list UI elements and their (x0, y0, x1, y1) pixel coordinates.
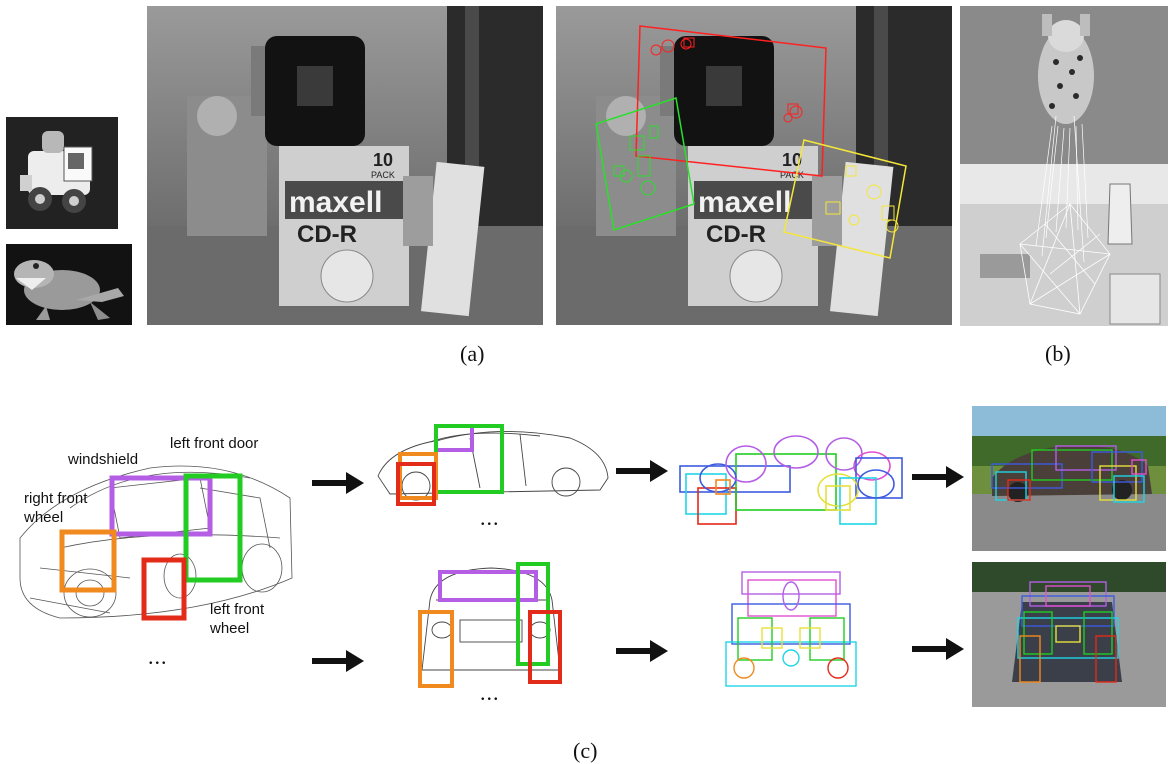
box-pack-word-b: PACK (780, 170, 804, 180)
detection-box-red (635, 25, 827, 177)
arrow-right-5 (616, 640, 668, 662)
ellipsis-models: ... (148, 644, 168, 669)
side-part-windshield (434, 424, 474, 452)
model-image-cheetah-pose (960, 6, 1168, 164)
label-windshield: windshield (68, 451, 139, 468)
model-image-toy-train (6, 117, 118, 229)
part-box-left-front-door (183, 473, 243, 583)
car-sketch-front-view (416, 560, 566, 688)
arrow-right-4 (312, 650, 364, 672)
caption-c: (c) (573, 738, 598, 763)
wireframe-car-3d (0, 428, 300, 628)
correspondence-lines (1035, 115, 1089, 263)
detection-photo-front (972, 562, 1166, 707)
side-part-left-wheel (396, 462, 436, 506)
model-image-frog (6, 244, 132, 325)
detection-photo-side (972, 406, 1166, 551)
side-part-door (434, 424, 504, 494)
detection-box-green (595, 97, 695, 231)
label-right-front-wheel: right front wheel (24, 490, 88, 526)
box-pack-number-a: 10 (373, 150, 393, 170)
arrow-right-2 (616, 460, 668, 482)
ellipsis-view1: ... (480, 505, 500, 530)
arrow-right-3 (912, 466, 964, 488)
box-brand-text-b: maxell (698, 186, 791, 219)
car-sketch-side-view (370, 418, 610, 514)
label-left-front-wheel: left front wheel (210, 601, 265, 637)
arrow-right-1 (312, 472, 364, 494)
box-pack-number-b: 10 (782, 150, 802, 170)
front-part-right-wheel (418, 610, 454, 688)
box-brand-text-a: maxell (289, 186, 382, 219)
part-model-side (676, 424, 912, 528)
scene-photo-cheetah-match (960, 164, 1168, 326)
ellipsis-view2: ... (480, 680, 500, 705)
caption-a: (a) (460, 341, 485, 366)
arrow-right-6 (912, 638, 964, 660)
front-part-windshield (438, 570, 538, 602)
label-left-front-door: left front door (170, 435, 259, 452)
box-product-text-a: CD-R (297, 221, 357, 248)
front-part-left-wheel (528, 610, 562, 684)
part-box-right-front-wheel (59, 529, 117, 593)
side-part-right-wheel (398, 452, 438, 500)
box-pack-word-a: PACK (371, 170, 395, 180)
scene-photo-recognized: maxell CD-R 10 PACK (556, 6, 952, 325)
box-product-text-b: CD-R (706, 221, 766, 248)
part-box-left-front-wheel (141, 557, 187, 621)
scene-photo-plain: maxell CD-R 10 PACK (147, 6, 543, 325)
part-model-front (718, 568, 864, 688)
detection-box-yellow (783, 139, 907, 259)
caption-b: (b) (1045, 341, 1071, 366)
part-box-windshield (109, 475, 213, 537)
